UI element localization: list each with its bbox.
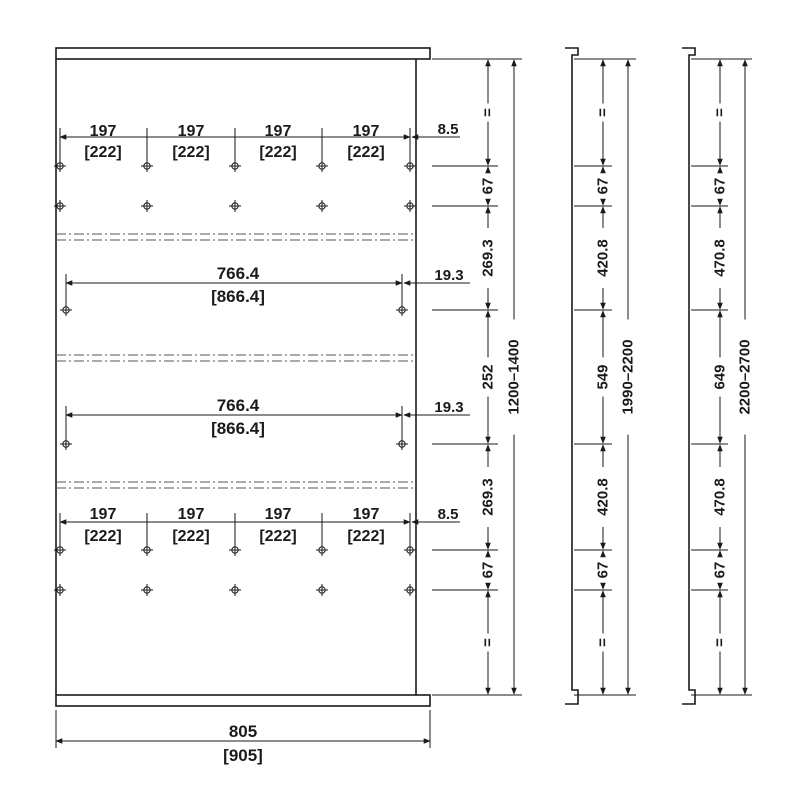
mid-width-dimension: 766.4 [866.4] 19.3 bbox=[65, 396, 470, 445]
drill-hole-mark bbox=[229, 584, 241, 596]
mid-width-dimension: 766.4 [866.4] 19.3 bbox=[65, 264, 470, 310]
bottom-spacing-alt-label: [222] bbox=[84, 528, 121, 545]
top-spacing-alt-label: [222] bbox=[172, 144, 209, 161]
side-profile-bracket bbox=[565, 47, 579, 705]
segment-height-label: 67 bbox=[712, 178, 729, 195]
drill-hole-mark bbox=[316, 584, 328, 596]
segment-height-label: 67 bbox=[595, 562, 612, 579]
mid-edge-offset-label: 19.3 bbox=[434, 399, 463, 416]
total-height-label: 2200–2700 bbox=[737, 339, 754, 414]
drill-hole-mark bbox=[316, 160, 328, 172]
height-column: = 67 269.3 252 269.3 67 = 1200–1400 bbox=[432, 58, 523, 696]
segment-height-label: 420.8 bbox=[595, 239, 612, 277]
overall-width-alt-label: [905] bbox=[223, 746, 263, 765]
segment-height-label: 67 bbox=[480, 562, 497, 579]
height-column: = 67 470.8 649 470.8 67 = 2200–2700 bbox=[691, 58, 754, 696]
segment-height-label: 269.3 bbox=[480, 239, 497, 277]
bottom-rail bbox=[55, 694, 431, 707]
bottom-spacing-label: 197 bbox=[90, 506, 117, 523]
segment-height-label: 67 bbox=[480, 178, 497, 195]
mid-width-label: 766.4 bbox=[217, 264, 260, 283]
section-separator bbox=[56, 481, 416, 489]
top-spacing-label: 197 bbox=[265, 123, 292, 140]
segment-height-label: 269.3 bbox=[480, 478, 497, 516]
drill-hole-mark bbox=[229, 200, 241, 212]
segment-height-label: = bbox=[595, 638, 612, 647]
drill-hole-mark bbox=[404, 200, 416, 212]
top-spacing-dimension: 197 [222] 197 [222] 197 [222] 197 [222] … bbox=[59, 121, 460, 161]
top-spacing-label: 197 bbox=[353, 123, 380, 140]
drill-hole-mark bbox=[141, 584, 153, 596]
segment-height-label: 420.8 bbox=[595, 478, 612, 516]
side-profile-bracket bbox=[682, 47, 696, 705]
drill-hole-mark bbox=[229, 160, 241, 172]
drill-hole-mark bbox=[54, 584, 66, 596]
total-height-label: 1200–1400 bbox=[506, 339, 523, 414]
drill-hole-mark bbox=[54, 200, 66, 212]
drill-hole-mark bbox=[141, 200, 153, 212]
segment-height-label: 67 bbox=[712, 562, 729, 579]
segment-height-label: 649 bbox=[712, 364, 729, 389]
height-column: = 67 420.8 549 420.8 67 = 1990–2200 bbox=[574, 58, 637, 696]
top-rail bbox=[55, 47, 431, 60]
bottom-spacing-label: 197 bbox=[265, 506, 292, 523]
segment-height-label: 470.8 bbox=[712, 239, 729, 277]
mid-width-alt-label: [866.4] bbox=[211, 419, 265, 438]
drill-hole-mark bbox=[141, 160, 153, 172]
top-spacing-alt-label: [222] bbox=[84, 144, 121, 161]
bottom-edge-offset-label: 8.5 bbox=[438, 506, 459, 523]
top-spacing-label: 197 bbox=[90, 123, 117, 140]
drill-hole-mark bbox=[404, 160, 416, 172]
segment-height-label: 470.8 bbox=[712, 478, 729, 516]
bottom-spacing-label: 197 bbox=[178, 506, 205, 523]
section-separator bbox=[56, 354, 416, 362]
bottom-spacing-alt-label: [222] bbox=[172, 528, 209, 545]
segment-height-label: = bbox=[712, 108, 729, 117]
segment-height-label: = bbox=[712, 638, 729, 647]
drill-hole-mark bbox=[54, 160, 66, 172]
drill-holes bbox=[54, 160, 416, 596]
overall-width-label: 805 bbox=[229, 722, 257, 741]
segment-height-label: 252 bbox=[480, 364, 497, 389]
bottom-spacing-dimension: 197 [222] 197 [222] 197 [222] 197 [222] … bbox=[59, 506, 460, 548]
drill-hole-mark bbox=[316, 200, 328, 212]
top-spacing-alt-label: [222] bbox=[259, 144, 296, 161]
top-edge-offset-label: 8.5 bbox=[438, 121, 459, 138]
segment-height-label: = bbox=[480, 638, 497, 647]
segment-height-label: 67 bbox=[595, 178, 612, 195]
section-separator bbox=[56, 233, 416, 241]
segment-height-label: = bbox=[595, 108, 612, 117]
top-spacing-alt-label: [222] bbox=[347, 144, 384, 161]
drill-hole-mark bbox=[404, 584, 416, 596]
front-panel bbox=[55, 47, 431, 707]
side-profile-brackets bbox=[565, 47, 696, 705]
segment-height-label: = bbox=[480, 108, 497, 117]
top-spacing-label: 197 bbox=[178, 123, 205, 140]
total-height-label: 1990–2200 bbox=[620, 339, 637, 414]
bottom-spacing-label: 197 bbox=[353, 506, 380, 523]
mid-width-label: 766.4 bbox=[217, 396, 260, 415]
bottom-spacing-alt-label: [222] bbox=[347, 528, 384, 545]
segment-height-label: 549 bbox=[595, 364, 612, 389]
height-dimension-columns: = 67 269.3 252 269.3 67 = 1200–1400 = 67 420.8 549 4… bbox=[432, 58, 754, 696]
mid-edge-offset-label: 19.3 bbox=[434, 267, 463, 284]
mid-width-alt-label: [866.4] bbox=[211, 287, 265, 306]
bottom-spacing-alt-label: [222] bbox=[259, 528, 296, 545]
overall-width-dimension: 805 [905] bbox=[55, 710, 431, 765]
